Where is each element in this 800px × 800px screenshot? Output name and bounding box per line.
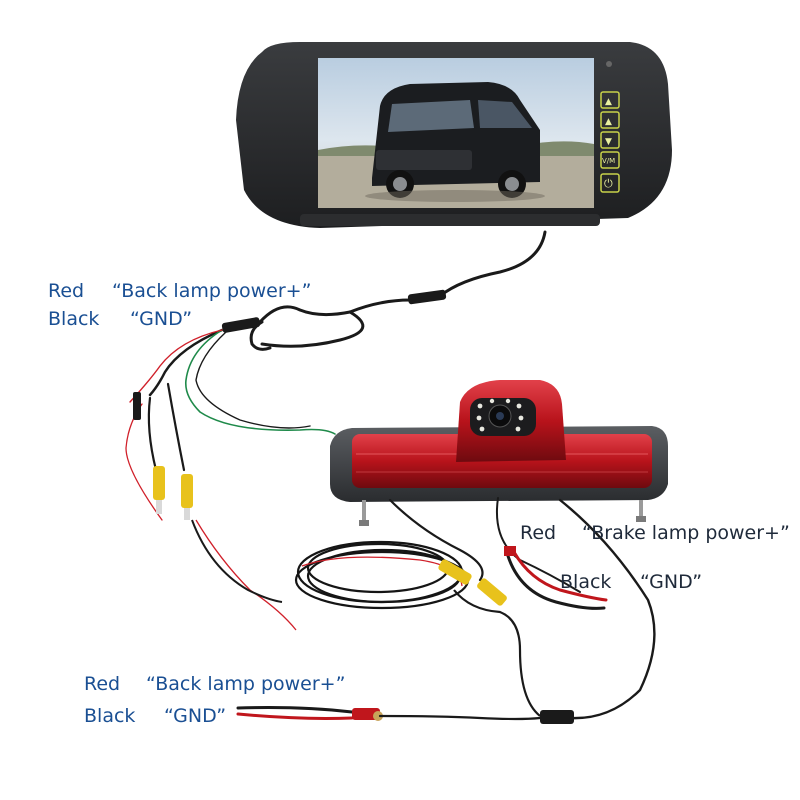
brake-light-camera bbox=[330, 380, 668, 526]
top-red-description: “Back lamp power+” bbox=[112, 282, 311, 301]
down-arrow-icon: ▼ bbox=[605, 137, 612, 147]
up-arrow-icon: ▲ bbox=[605, 117, 612, 127]
brake-red-description: “Brake lamp power+” bbox=[582, 524, 790, 543]
brake-black-label: Black bbox=[560, 573, 611, 592]
bottom-red-description: “Back lamp power+” bbox=[146, 675, 345, 694]
rca-connector-right bbox=[181, 474, 193, 520]
bottom-black-label: Black bbox=[84, 707, 135, 726]
loose-black-wire bbox=[192, 520, 282, 602]
power-icon: ⏻ bbox=[604, 177, 613, 190]
brake-red-label: Red bbox=[520, 524, 556, 543]
monitor-screen bbox=[318, 58, 594, 208]
loose-red-wire bbox=[196, 520, 296, 630]
bottom-black-description: “GND” bbox=[164, 707, 226, 726]
brake-black-description: “GND” bbox=[640, 573, 702, 592]
mode-icon: V/M bbox=[602, 157, 615, 165]
rca-connector-camera bbox=[437, 558, 508, 607]
top-black-label: Black bbox=[48, 310, 99, 329]
bottom-red-label: Red bbox=[84, 675, 120, 694]
rca-connector-left bbox=[153, 466, 165, 514]
mirror-monitor: ▲ ▲ ▼ V/M ⏻ bbox=[236, 42, 672, 228]
top-red-label: Red bbox=[48, 282, 84, 301]
top-black-description: “GND” bbox=[130, 310, 192, 329]
back-lamp-leads bbox=[238, 708, 574, 725]
up-arrow-icon: ▲ bbox=[605, 97, 612, 107]
van-image bbox=[365, 82, 545, 202]
